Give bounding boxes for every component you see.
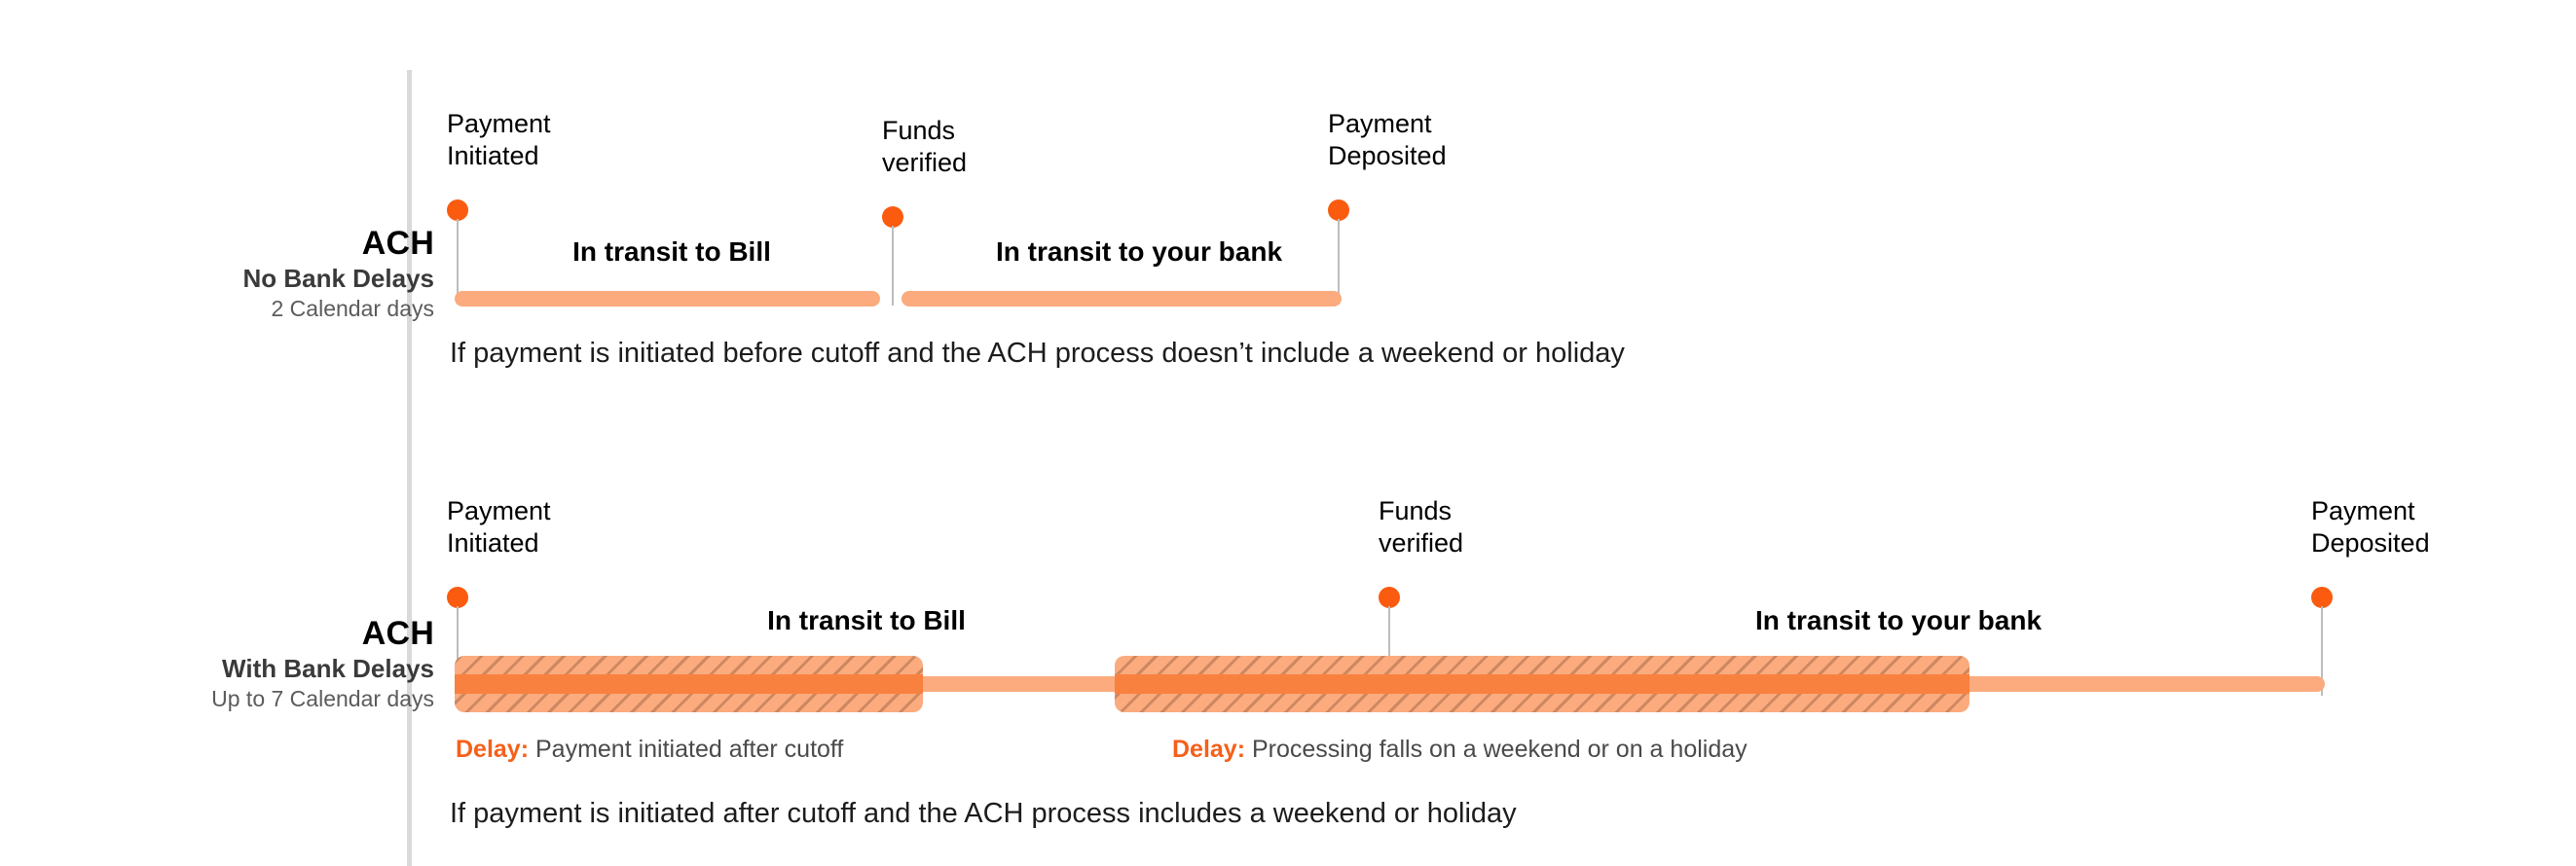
delay-block-core [455,674,923,694]
segment-title-in-transit-to-bill-row1: In transit to Bill [572,236,771,267]
progress-bar-in-transit-to-your-bank-row1 [902,291,1342,307]
delay-text: Payment initiated after cutoff [529,736,844,763]
delay-block-core [1115,674,1969,694]
segment-title-in-transit-to-your-bank-row1: In transit to your bank [995,236,1283,267]
progress-bar-in-transit-to-bill-row1 [455,291,880,307]
delay-note-after-cutoff: Delay: Payment initiated after cutoff [456,735,843,764]
delay-text: Processing falls on a weekend or on a ho… [1245,736,1748,763]
delay-block-after-cutoff [455,656,923,712]
delay-label: Delay: [1172,736,1246,763]
delay-note-weekend-holiday: Delay: Processing falls on a weekend or … [1172,735,1748,764]
row-label-subtitle: No Bank Delays [242,264,434,293]
milestone-dot-icon [447,587,468,608]
milestone-label: Payment Deposited [2311,496,2430,558]
milestone-label: Funds verified [1379,496,1464,558]
segment-title-in-transit-to-your-bank-row2: In transit to your bank [1754,605,2042,635]
row-caption-with-bank-delays: If payment is initiated after cutoff and… [450,798,1517,829]
column-divider [407,70,412,866]
row-caption-no-bank-delays: If payment is initiated before cutoff an… [450,338,1625,369]
milestone-stem [457,219,459,305]
row-label-title: ACH [361,225,434,262]
row-label-with-bank-delays: ACH With Bank Delays Up to 7 Calendar da… [0,614,434,713]
milestone-label: Payment Deposited [1328,109,1447,170]
row-label-title: ACH [361,615,434,652]
milestone-dot-icon [2311,587,2333,608]
milestone-stem [457,606,459,684]
milestone-stem [1338,219,1340,305]
milestone-label: Payment Initiated [447,109,551,170]
row-label-duration: 2 Calendar days [271,296,435,321]
milestone-dot-icon [1379,587,1400,608]
row-label-duration: Up to 7 Calendar days [211,686,434,711]
milestone-dot-icon [882,206,903,228]
row-label-no-bank-delays: ACH No Bank Delays 2 Calendar days [0,224,434,323]
row-label-subtitle: With Bank Delays [222,654,434,683]
milestone-dot-icon [1328,199,1349,221]
milestone-stem [1388,606,1390,684]
milestone-stem [2321,606,2323,696]
milestone-label: Funds verified [882,116,968,177]
milestone-dot-icon [447,199,468,221]
delay-label: Delay: [456,736,530,763]
milestone-stem [892,226,894,306]
segment-title-in-transit-to-bill-row2: In transit to Bill [767,605,966,635]
milestone-label: Payment Initiated [447,496,551,558]
delay-block-weekend-holiday [1115,656,1969,712]
